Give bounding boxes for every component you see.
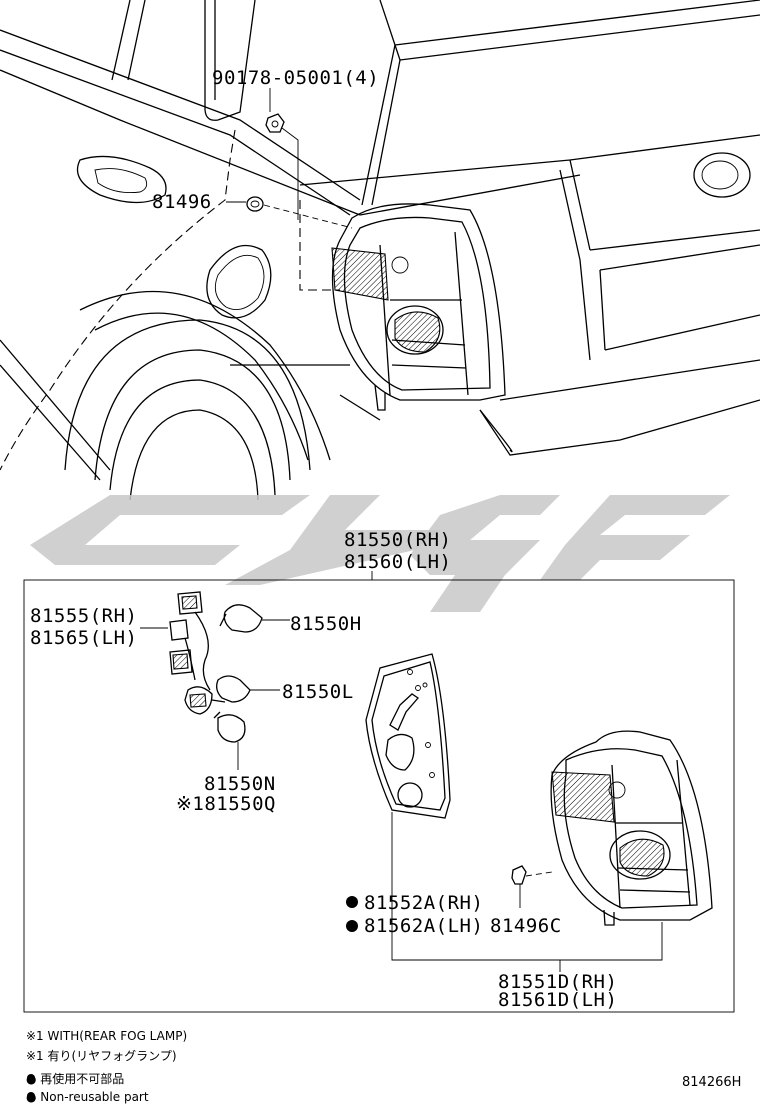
bulb-81550l (216, 675, 251, 703)
clip-nut-90178 (265, 113, 285, 133)
grommet-81496c (511, 865, 527, 885)
note-rear-fog-en: ※1 WITH(REAR FOG LAMP) (26, 1029, 187, 1043)
note-non-reusable-en: ● Non-reusable part (26, 1090, 149, 1104)
part-label-81560-lh: 81560(LH) (344, 551, 451, 573)
part-label-81550-rh: 81550(RH) (344, 529, 451, 551)
note-rear-fog-jp: ※1 有り(リヤフォグランプ) (26, 1049, 177, 1063)
part-label-81555-rh: 81555(RH) (30, 605, 137, 627)
lamp-gasket-plate (365, 653, 451, 819)
part-label-81550l: 81550L (282, 681, 354, 703)
watermark-logo (30, 495, 730, 612)
part-label-81561d-lh: 81561D(LH) (498, 989, 617, 1011)
tail-lamp-mounted (331, 203, 506, 411)
part-label-81496: 81496 (152, 191, 212, 213)
note-non-reusable-jp: ● 再使用不可部品 (26, 1071, 124, 1086)
legend-mark-a (27, 1074, 35, 1082)
part-label-81552a-rh: 81552A(RH) (364, 892, 483, 914)
part-label-81550n: 81550N (204, 773, 276, 795)
grommet-81496 (246, 196, 264, 212)
leader-lines-top (226, 88, 373, 580)
diagram-reference-number: 814266H (682, 1075, 741, 1090)
lamp-lens-assembly (550, 730, 713, 926)
bulb-81550h (219, 604, 263, 633)
bulb-81550n (213, 711, 246, 743)
non-reusable-mark-b (346, 920, 358, 932)
assembly-frame (23, 579, 735, 1013)
socket-wire-harness (169, 591, 226, 715)
part-label-81551d-rh: 81551D(RH) (498, 971, 617, 993)
vehicle-body-outline (0, 0, 760, 501)
part-label-81550q: ※181550Q (176, 793, 276, 815)
part-label-81496c: 81496C (490, 915, 562, 937)
part-label-90178: 90178-05001(4) (212, 67, 379, 89)
legend-mark-b (27, 1092, 35, 1100)
part-label-81562a-lh: 81562A(LH) (364, 915, 483, 937)
non-reusable-mark-a (346, 896, 358, 908)
part-label-81550h: 81550H (290, 613, 362, 635)
part-label-81565-lh: 81565(LH) (30, 627, 137, 649)
leader-lines-assembly (140, 619, 663, 972)
